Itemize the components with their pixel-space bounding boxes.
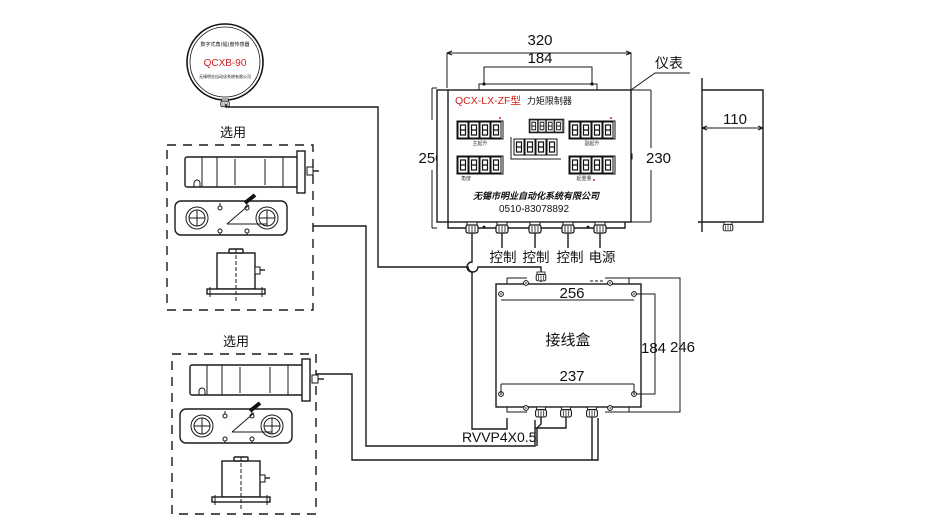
- gauge-model: QCXB-90: [204, 58, 247, 69]
- sensor-group-2-label: 选用: [223, 335, 249, 350]
- gauge-top-text: 数字式角(幅)度传感器: [201, 41, 250, 48]
- wires: [225, 104, 599, 461]
- port-gland-4: [561, 221, 575, 234]
- dim-110: 110: [723, 111, 747, 128]
- junction-bottom-gland-3: [586, 406, 598, 418]
- display-top-right: 副起升: [568, 120, 616, 147]
- angle-sensor-gauge: 数字式角(幅)度传感器 QCXB-90 无锡明业自动化系统有限公司: [186, 23, 264, 108]
- display-bottom-right: 起重量: [568, 155, 616, 182]
- dim-230: 230: [646, 150, 671, 167]
- junction-top-gland: [535, 271, 547, 282]
- dim-256: 256: [559, 285, 584, 302]
- display-top-left-caption: 主起升: [472, 140, 487, 147]
- company-phone: 0510-83078892: [499, 204, 570, 215]
- instrument-callout: 仪表: [630, 56, 690, 91]
- dim-246: 246: [670, 339, 695, 356]
- junction-box: 256 237 接线盒 184 246: [495, 271, 695, 460]
- instrument-model-red: QCX-LX-ZF型: [455, 94, 521, 107]
- dim-184-right: 184: [641, 340, 666, 357]
- instrument-panel: QCX-LX-ZF型 力矩限制器 主起升 副起升 角度: [436, 89, 632, 229]
- sensor-group-1-label: 选用: [220, 126, 246, 141]
- side-gland: [722, 221, 734, 232]
- sensor-group-1: 选用: [166, 126, 321, 311]
- port-label-power: 电源: [589, 250, 617, 266]
- dim-237: 237: [559, 368, 584, 385]
- company-name: 无锡市明业自动化系统有限公司: [472, 191, 600, 202]
- port-label-control-1: 控制: [490, 250, 517, 266]
- instrument-callout-label: 仪表: [655, 56, 683, 72]
- gauge-bottom-text: 无锡明业自动化系统有限公司: [199, 73, 251, 79]
- display-top-right-caption: 副起升: [584, 140, 599, 147]
- port-gland-5: [593, 221, 607, 234]
- display-center: [510, 137, 561, 160]
- display-bottom-left: 角度: [456, 155, 504, 182]
- instrument-model: QCX-LX-ZF型 力矩限制器: [455, 94, 572, 107]
- port-gland-1: [465, 221, 479, 234]
- instrument-side-view: 110: [698, 78, 764, 232]
- display-center-top: [528, 118, 565, 134]
- display-bottom-left-caption: 角度: [461, 175, 471, 182]
- dim-184-top: 184: [527, 50, 552, 67]
- port-gland-2: [495, 221, 509, 234]
- cable-label: RVVP4X0.5: [462, 429, 537, 445]
- instrument-model-black: 力矩限制器: [527, 95, 572, 107]
- port-label-control-2: 控制: [523, 250, 550, 266]
- display-bottom-right-caption: 起重量: [576, 175, 591, 182]
- junction-box-label: 接线盒: [545, 331, 590, 349]
- sensor-group-2: 选用: [171, 335, 326, 515]
- junction-bottom-gland-2: [560, 406, 572, 418]
- dim-320: 320: [527, 32, 552, 49]
- port-gland-3: [528, 221, 542, 234]
- gauge-cable-gland: [220, 98, 230, 108]
- port-label-control-3: 控制: [557, 250, 584, 266]
- junction-bottom-gland-1: [535, 406, 547, 418]
- instrument-ports: 控制 控制 控制 电源: [465, 221, 617, 266]
- display-top-left: 主起升: [456, 120, 504, 147]
